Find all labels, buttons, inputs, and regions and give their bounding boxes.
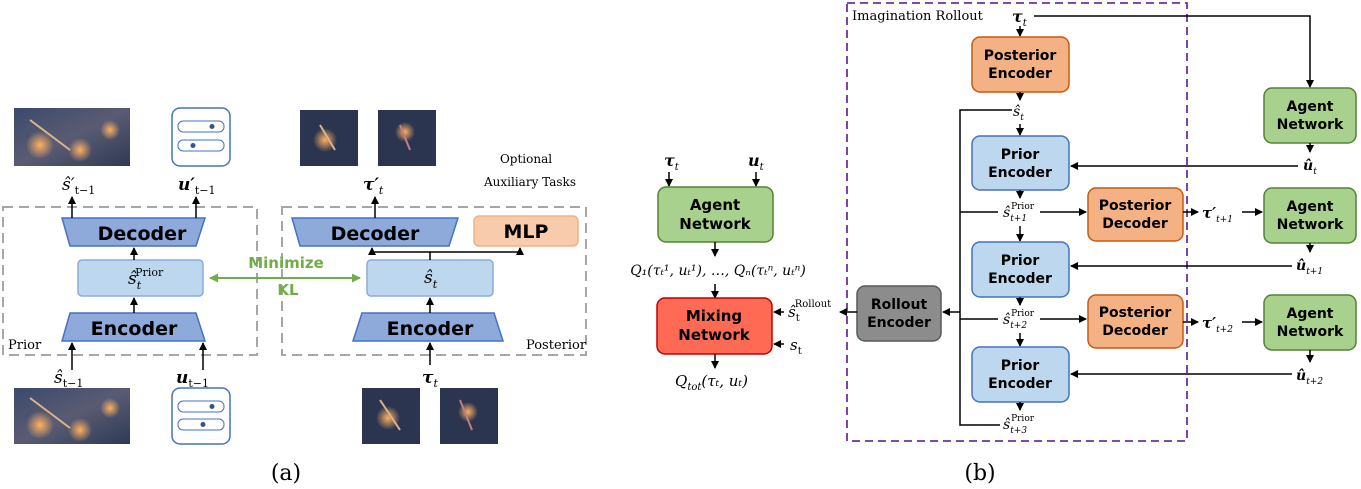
prior-encoder-box-2 [971,241,1070,298]
imagination-rollout-label: Imagination Rollout [852,9,984,24]
prior-encoder-label: Encoder [91,318,178,340]
prior-decoder-block [61,217,207,247]
caption-a: (a) [271,461,301,486]
q-tot-label: Qtot(τₜ, uₜ) [675,372,748,393]
prior-latent-block [77,259,204,297]
agent-network-right-2 [1263,187,1357,244]
output-state-label: ŝ′t−1 [62,175,95,197]
prior-encoder-box-1 [971,135,1070,191]
action-vector-image-top [171,107,231,167]
prior-decoder-label: Decoder [98,223,187,245]
rollout-encoder-box [856,285,942,342]
s-prior-1-label: ŝt+1Prior [1003,202,1035,224]
kl-label-minimize: Minimize [248,254,324,272]
q-values-label: Q₁(τₜ¹, uₜ¹), …, Qₙ(τₜⁿ, uₜⁿ) [630,263,806,279]
u-hat-2-label: ût+2 [1296,368,1323,387]
input-action-label: ut−1 [176,368,209,390]
posterior-region-label: Posterior [526,338,587,353]
mlp-label: MLP [504,221,549,243]
caption-b: (b) [964,461,995,486]
posterior-decoder-label: Decoder [331,223,420,245]
prior-encoder-box-3 [971,346,1070,403]
kl-label-kl: KL [277,281,299,299]
u-hat-t-label: ût [1303,158,1317,177]
observation-image-top-1 [300,110,358,166]
posterior-output-label: τ′t [363,175,384,197]
agent-network-right-3 [1263,294,1357,351]
posterior-encoder-block [351,312,505,342]
input-state-label: ŝt−1 [54,368,83,390]
s-prior-2-label: ŝt+2Prior [1003,309,1035,331]
s-hat-t-label: ŝt [1013,104,1024,123]
prior-encoder-block [61,312,207,342]
tau-prime-2-label: τ′t+2 [1202,314,1233,335]
posterior-region [281,206,587,356]
game-frame-image-top [14,108,130,166]
game-frame-image-bottom [14,388,130,444]
u-input-label: ut [748,151,765,173]
prior-latent-label: ŝtPrior [128,266,164,292]
posterior-encoder-label: Encoder [387,318,474,340]
tau-prime-1-label: τ′t+1 [1202,204,1233,225]
mlp-block [473,215,579,247]
observation-image-bottom-1 [362,388,420,444]
observation-image-top-2 [378,110,436,166]
posterior-decoder-block [291,217,460,247]
observation-image-bottom-2 [440,388,498,444]
output-action-label: u′t−1 [178,175,215,197]
rollout-state-label: ŝtRollout [788,299,831,324]
posterior-decoder-box-2 [1087,294,1184,349]
tau-input-label: τt [664,151,680,173]
tau-top-label: τt [1012,7,1028,29]
posterior-decoder-box-1 [1087,187,1184,242]
imagination-rollout-region [846,2,1188,442]
s-prior-3-label: ŝt+3Prior [1003,414,1035,436]
aux-tasks-line1: Optional [500,152,552,166]
action-vector-image-bottom [171,387,231,445]
aux-tasks-line2: Auxiliary Tasks [483,175,576,189]
posterior-latent-label: ŝt [424,268,438,291]
posterior-input-label: τt [422,368,438,390]
prior-region-label: Prior [8,338,42,353]
state-label: st [790,336,802,357]
posterior-encoder-box [971,36,1070,93]
agent-network-right-1 [1263,87,1357,144]
u-hat-1-label: ût+1 [1296,258,1323,277]
